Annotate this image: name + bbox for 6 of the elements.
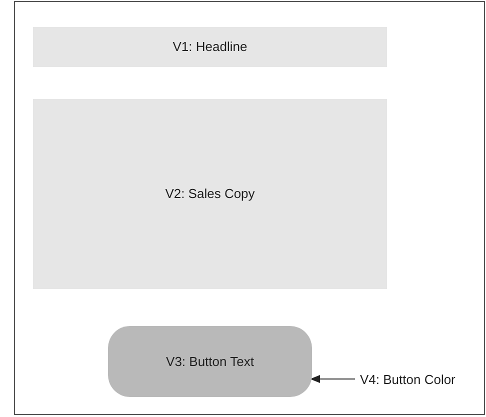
headline-block: V1: Headline — [33, 27, 387, 67]
button-shape: V3: Button Text — [108, 326, 312, 397]
annotation-label: V4: Button Color — [360, 370, 480, 390]
page-frame — [14, 1, 485, 415]
sales-copy-block: V2: Sales Copy — [33, 99, 387, 289]
arrow — [310, 375, 356, 383]
